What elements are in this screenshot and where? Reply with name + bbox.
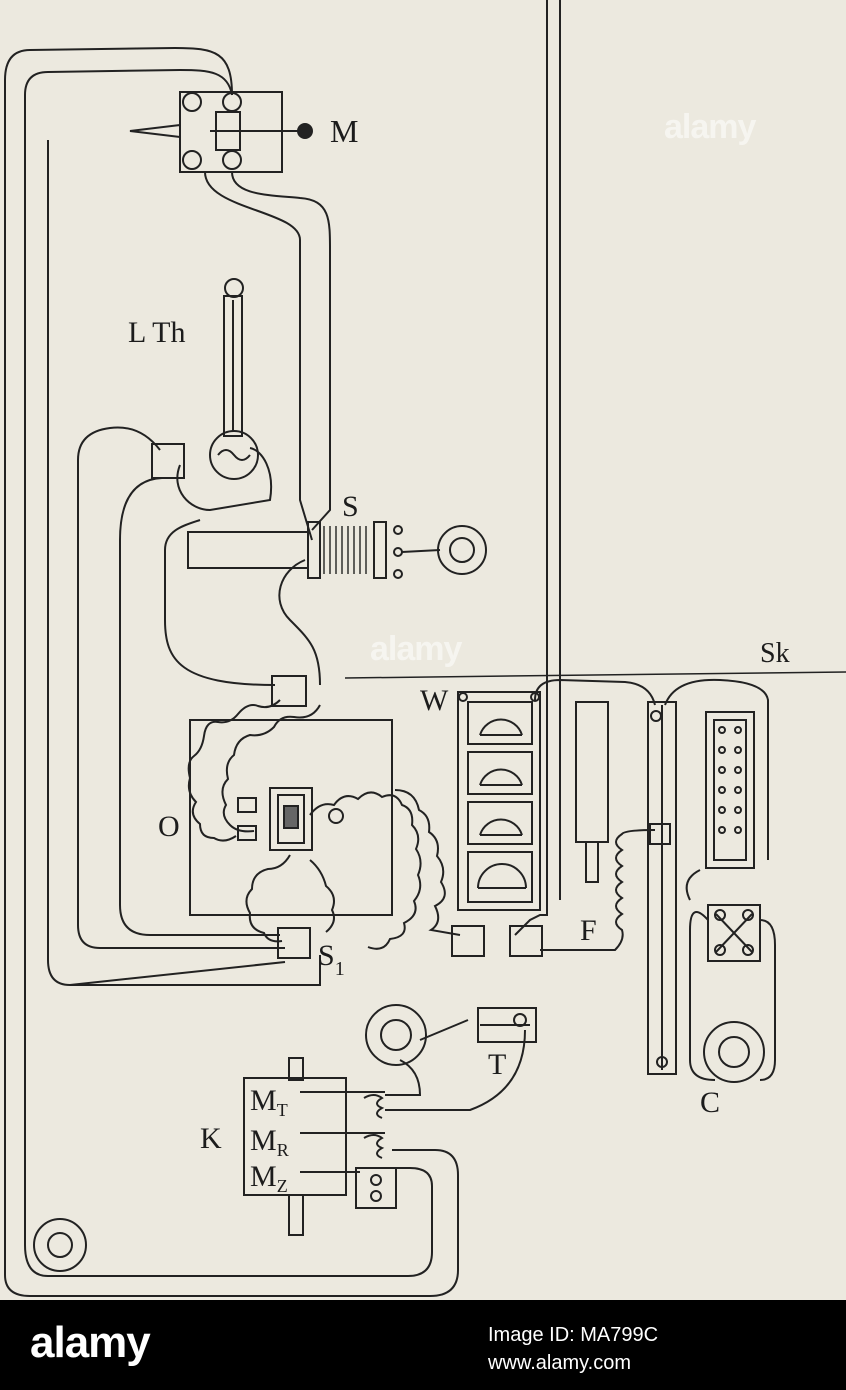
circuit-diagram: M L Th S W Sk O S1 F T C K MT MR MZ [4, 0, 846, 1297]
outer-cable [4, 46, 459, 1297]
watermark-top-right: alamy [664, 108, 756, 146]
footer-bar [0, 1300, 846, 1390]
label-m: M [330, 113, 358, 149]
watermark-center: alamy [370, 630, 462, 668]
cell-stack [705, 711, 755, 869]
wire-junction-to-lth [164, 519, 276, 686]
coil-s [187, 521, 487, 579]
wire-w-to-f [514, 914, 548, 936]
wire-ring-to-k [385, 1059, 422, 1096]
wire-o-to-w [394, 789, 461, 936]
junction-box-lth [151, 443, 185, 479]
junction-box-w-left [451, 925, 485, 957]
wavy-wire-1 [187, 699, 281, 842]
label-t: T [488, 1048, 506, 1081]
loop-wire-3 [70, 955, 321, 986]
wire-f-to-coil [540, 829, 656, 951]
wire-c-left [689, 911, 716, 1081]
footer-logo: alamy [30, 1318, 151, 1367]
label-w: W [420, 684, 449, 717]
junction-box-s1 [277, 927, 311, 959]
wire-c-right [759, 919, 776, 1081]
outer-cable-inner [24, 68, 433, 1277]
inner-cable [231, 171, 331, 531]
relay-block-k [243, 1057, 397, 1236]
loop-wire-4 [119, 477, 280, 936]
footer-image-id: Image ID: MA799C [488, 1324, 659, 1346]
wire-rod-to-cell [664, 678, 769, 860]
sk-separator-line [344, 671, 846, 679]
label-k: K [200, 1122, 222, 1155]
commutator-c [703, 904, 765, 1083]
ring-bottom-left [33, 1218, 87, 1272]
label-mt: MT [250, 1084, 288, 1120]
wire-lth [176, 447, 273, 512]
loop-wire-2 [47, 140, 286, 987]
diagram-canvas: M L Th S W Sk O S1 F T C K MT MR MZ alam… [4, 0, 846, 1297]
label-s1: S1 [318, 939, 345, 980]
footer-url: www.alamy.com [488, 1352, 631, 1374]
junction-box-o-top [271, 675, 307, 707]
wire-cell-to-c [685, 869, 701, 901]
wavy-wire-4 [245, 854, 291, 943]
label-f: F [580, 914, 597, 947]
telephone-t [365, 1004, 537, 1066]
loop-wire-1 [77, 426, 285, 949]
meter-panel-w [457, 691, 541, 911]
junction-box-w-right [509, 925, 543, 957]
label-c: C [700, 1086, 720, 1119]
label-o: O [158, 810, 180, 843]
wire-s-to-junction [278, 559, 321, 686]
element-f [575, 701, 609, 883]
oven-o [189, 719, 393, 916]
label-s: S [342, 490, 359, 523]
wire-t-ring [419, 1019, 469, 1041]
wire-w-to-rod [534, 678, 656, 706]
inner-cable-2 [204, 171, 313, 541]
switch-m [129, 91, 313, 173]
wire-t-to-k [385, 1029, 526, 1111]
label-sk: Sk [760, 638, 790, 669]
label-lth: L Th [128, 316, 186, 349]
label-mz: MZ [250, 1160, 288, 1196]
thermometer-lth [209, 278, 259, 480]
label-mr: MR [250, 1124, 289, 1160]
wavy-wire-3 [309, 791, 422, 950]
wavy-wire-5 [309, 859, 335, 933]
wavy-wire-2 [221, 704, 321, 833]
rheostat-rod [647, 701, 677, 1075]
